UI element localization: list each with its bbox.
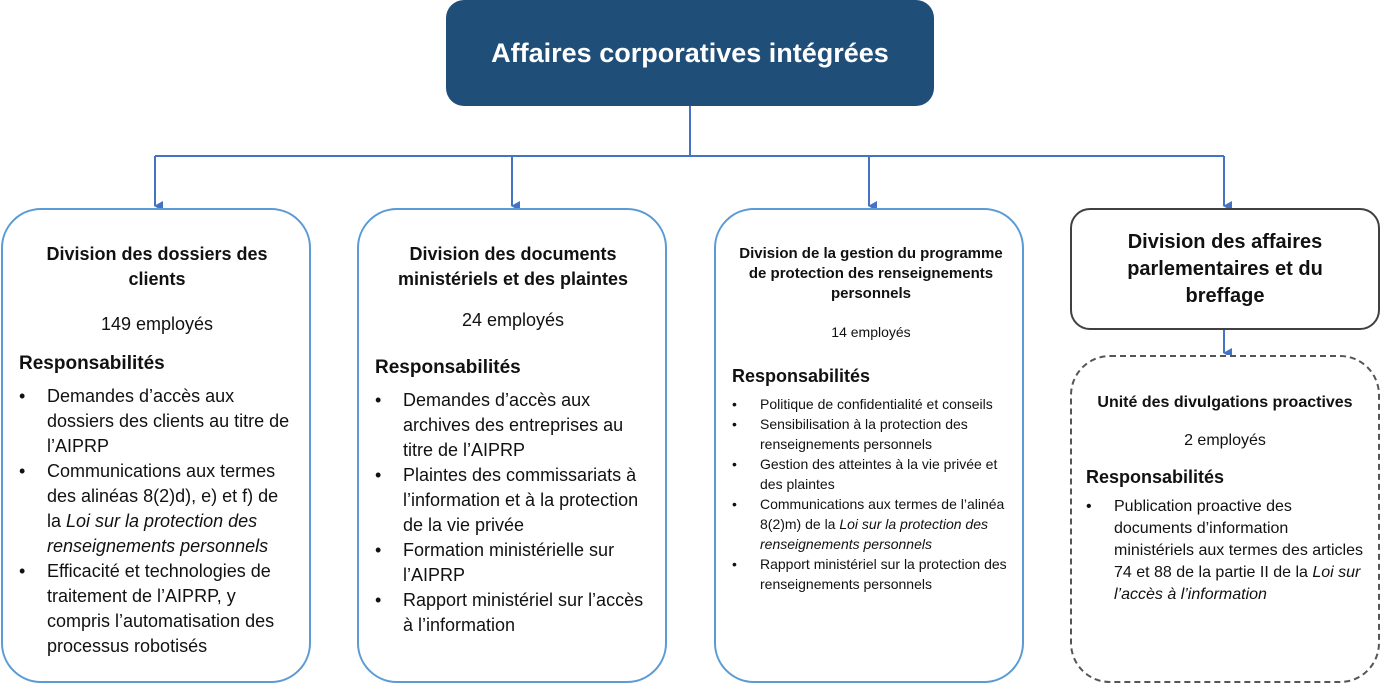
employee-count: 2 employés <box>1184 432 1266 449</box>
item-text: Efficacité et technologies de traitement… <box>47 561 275 656</box>
responsibility-item: Rapport ministériel sur la protection de… <box>732 554 1010 594</box>
responsibilities-list: Publication proactive des documents d’in… <box>1086 496 1364 606</box>
employee-count: 149 employés <box>100 314 214 334</box>
item-text: Rapport ministériel sur l’accès à l’info… <box>403 590 644 635</box>
responsibility-item: Rapport ministériel sur l’accès à l’info… <box>375 588 651 638</box>
responsibility-item: Plaintes des commissariats à l’informati… <box>375 463 651 538</box>
item-text: Demandes d’accès aux archives des entrep… <box>403 390 624 460</box>
responsibility-item: Sensibilisation à la protection des rens… <box>732 414 1010 454</box>
division-title: Division des dossiers des clients <box>46 244 268 289</box>
division-node-ministerial-documents: Division des documents ministériels et d… <box>357 208 667 683</box>
responsibility-item: Politique de confidentialité et conseils <box>732 394 1010 414</box>
act-title: Loi sur la protection des renseignements… <box>47 511 269 556</box>
act-title: Loi sur la protection des renseignements… <box>760 516 988 552</box>
item-text: Plaintes des commissariats à l’informati… <box>403 465 639 535</box>
responsibilities-list: Politique de confidentialité et conseils… <box>732 394 1010 594</box>
root-node: Affaires corporatives intégrées <box>446 0 934 106</box>
root-title: Affaires corporatives intégrées <box>491 37 889 68</box>
responsibility-item: Efficacité et technologies de traitement… <box>19 559 295 659</box>
responsibility-item: Formation ministérielle sur l’AIPRP <box>375 538 651 588</box>
responsibilities-list: Demandes d’accès aux dossiers des client… <box>19 384 295 659</box>
responsibility-item: Communications aux termes des alinéas 8(… <box>19 459 295 559</box>
responsibilities-list: Demandes d’accès aux archives des entrep… <box>375 388 651 638</box>
act-title: Loi sur l’accès à l’information <box>1114 564 1361 603</box>
item-text: Publication proactive des documents d’in… <box>1114 498 1363 581</box>
division-title: Division des documents ministériels et d… <box>397 244 629 289</box>
division-node-parliamentary-affairs: Division des affaires parlementaires et … <box>1070 208 1380 330</box>
item-text: Sensibilisation à la protection des rens… <box>760 416 968 452</box>
employee-count: 14 employés <box>831 324 911 340</box>
division-title: Division des affaires parlementaires et … <box>1127 230 1323 307</box>
item-text: Demandes d’accès aux dossiers des client… <box>47 386 290 456</box>
division-node-client-records: Division des dossiers des clients 149 em… <box>1 208 311 683</box>
responsibilities-heading: Responsabilités <box>375 357 521 378</box>
responsibilities-heading: Responsabilités <box>1086 467 1225 487</box>
item-text: Communications aux termes des alinéas 8(… <box>47 461 279 531</box>
item-text: Gestion des atteintes à la vie privée et… <box>760 456 998 492</box>
item-text: Politique de confidentialité et conseils <box>760 396 993 412</box>
responsibility-item: Gestion des atteintes à la vie privée et… <box>732 454 1010 494</box>
item-text: Rapport ministériel sur la protection de… <box>760 556 1007 592</box>
item-text: Formation ministérielle sur l’AIPRP <box>403 540 615 585</box>
unit-title: Unité des divulgations proactives <box>1097 394 1353 411</box>
responsibility-item: Publication proactive des documents d’in… <box>1086 496 1364 606</box>
responsibility-item: Demandes d’accès aux dossiers des client… <box>19 384 295 459</box>
division-node-privacy-program: Division de la gestion du programme de p… <box>714 208 1024 683</box>
responsibility-item: Communications aux termes de l’alinéa 8(… <box>732 494 1010 554</box>
item-text: Communications aux termes de l’alinéa 8(… <box>760 496 1005 532</box>
division-title: Division de la gestion du programme de p… <box>739 245 1003 302</box>
responsibilities-heading: Responsabilités <box>732 366 871 386</box>
unit-node-proactive-disclosure: Unité des divulgations proactives 2 empl… <box>1070 355 1380 683</box>
responsibilities-heading: Responsabilités <box>19 353 165 374</box>
employee-count: 24 employés <box>461 310 565 330</box>
responsibility-item: Demandes d’accès aux archives des entrep… <box>375 388 651 463</box>
